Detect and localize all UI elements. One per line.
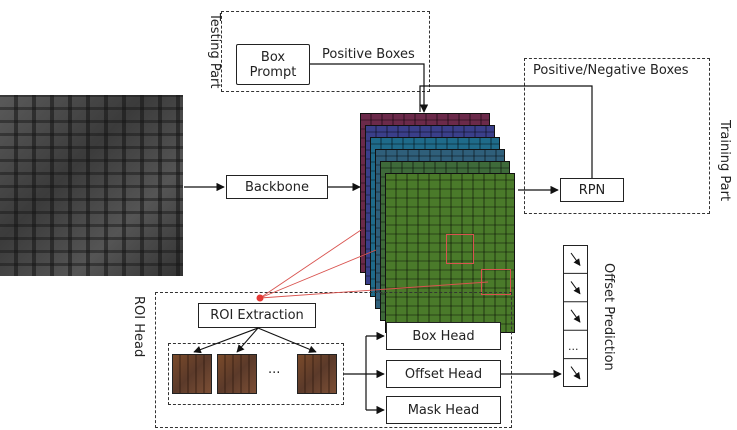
- mask-head-box: Mask Head: [386, 396, 501, 424]
- roi-dot: [256, 294, 264, 302]
- offset-vector-arrow: [570, 309, 581, 323]
- feature-map-layer: [385, 173, 515, 333]
- positive-boxes-label: Positive Boxes: [322, 47, 415, 62]
- roi-crop-1: [172, 354, 212, 394]
- offset-vector-arrow: [570, 366, 581, 380]
- roi-crops-ellipsis: ...: [268, 362, 281, 377]
- rpn-feedback-line: [419, 85, 593, 178]
- roi-to-crop-3-arrow: [257, 327, 317, 353]
- backbone-box: Backbone: [226, 175, 328, 199]
- roi-crop-2: [217, 354, 257, 394]
- box-prompt-box: Box Prompt: [236, 44, 310, 85]
- roi-connector-2: [259, 249, 377, 299]
- testing-part-region: [221, 11, 430, 92]
- offset-prediction-ellipsis: ...: [568, 340, 579, 353]
- roi-box-1: [446, 234, 474, 264]
- roi-connector-1: [259, 229, 362, 299]
- roi-crops-region: [168, 343, 344, 405]
- rpn-box: RPN: [560, 178, 624, 202]
- training-part-region: [524, 58, 710, 214]
- input-aerial-image: [0, 95, 183, 276]
- roi-extraction-box: ROI Extraction: [198, 303, 316, 328]
- roi-connector-3: [259, 281, 489, 299]
- roi-to-crop-1-arrow: [193, 327, 259, 354]
- box-head-box: Box Head: [386, 322, 501, 350]
- roi-crop-3: [297, 354, 337, 394]
- roi-to-crop-2-arrow: [236, 327, 259, 353]
- positive-boxes-arrow: [310, 63, 429, 113]
- offset-vector-arrow: [570, 281, 581, 295]
- pos-neg-boxes-label: Positive/Negative Boxes: [533, 63, 689, 78]
- roi-box-2: [481, 269, 511, 295]
- offset-vector-arrow: [570, 252, 581, 266]
- offset-head-box: Offset Head: [386, 360, 501, 388]
